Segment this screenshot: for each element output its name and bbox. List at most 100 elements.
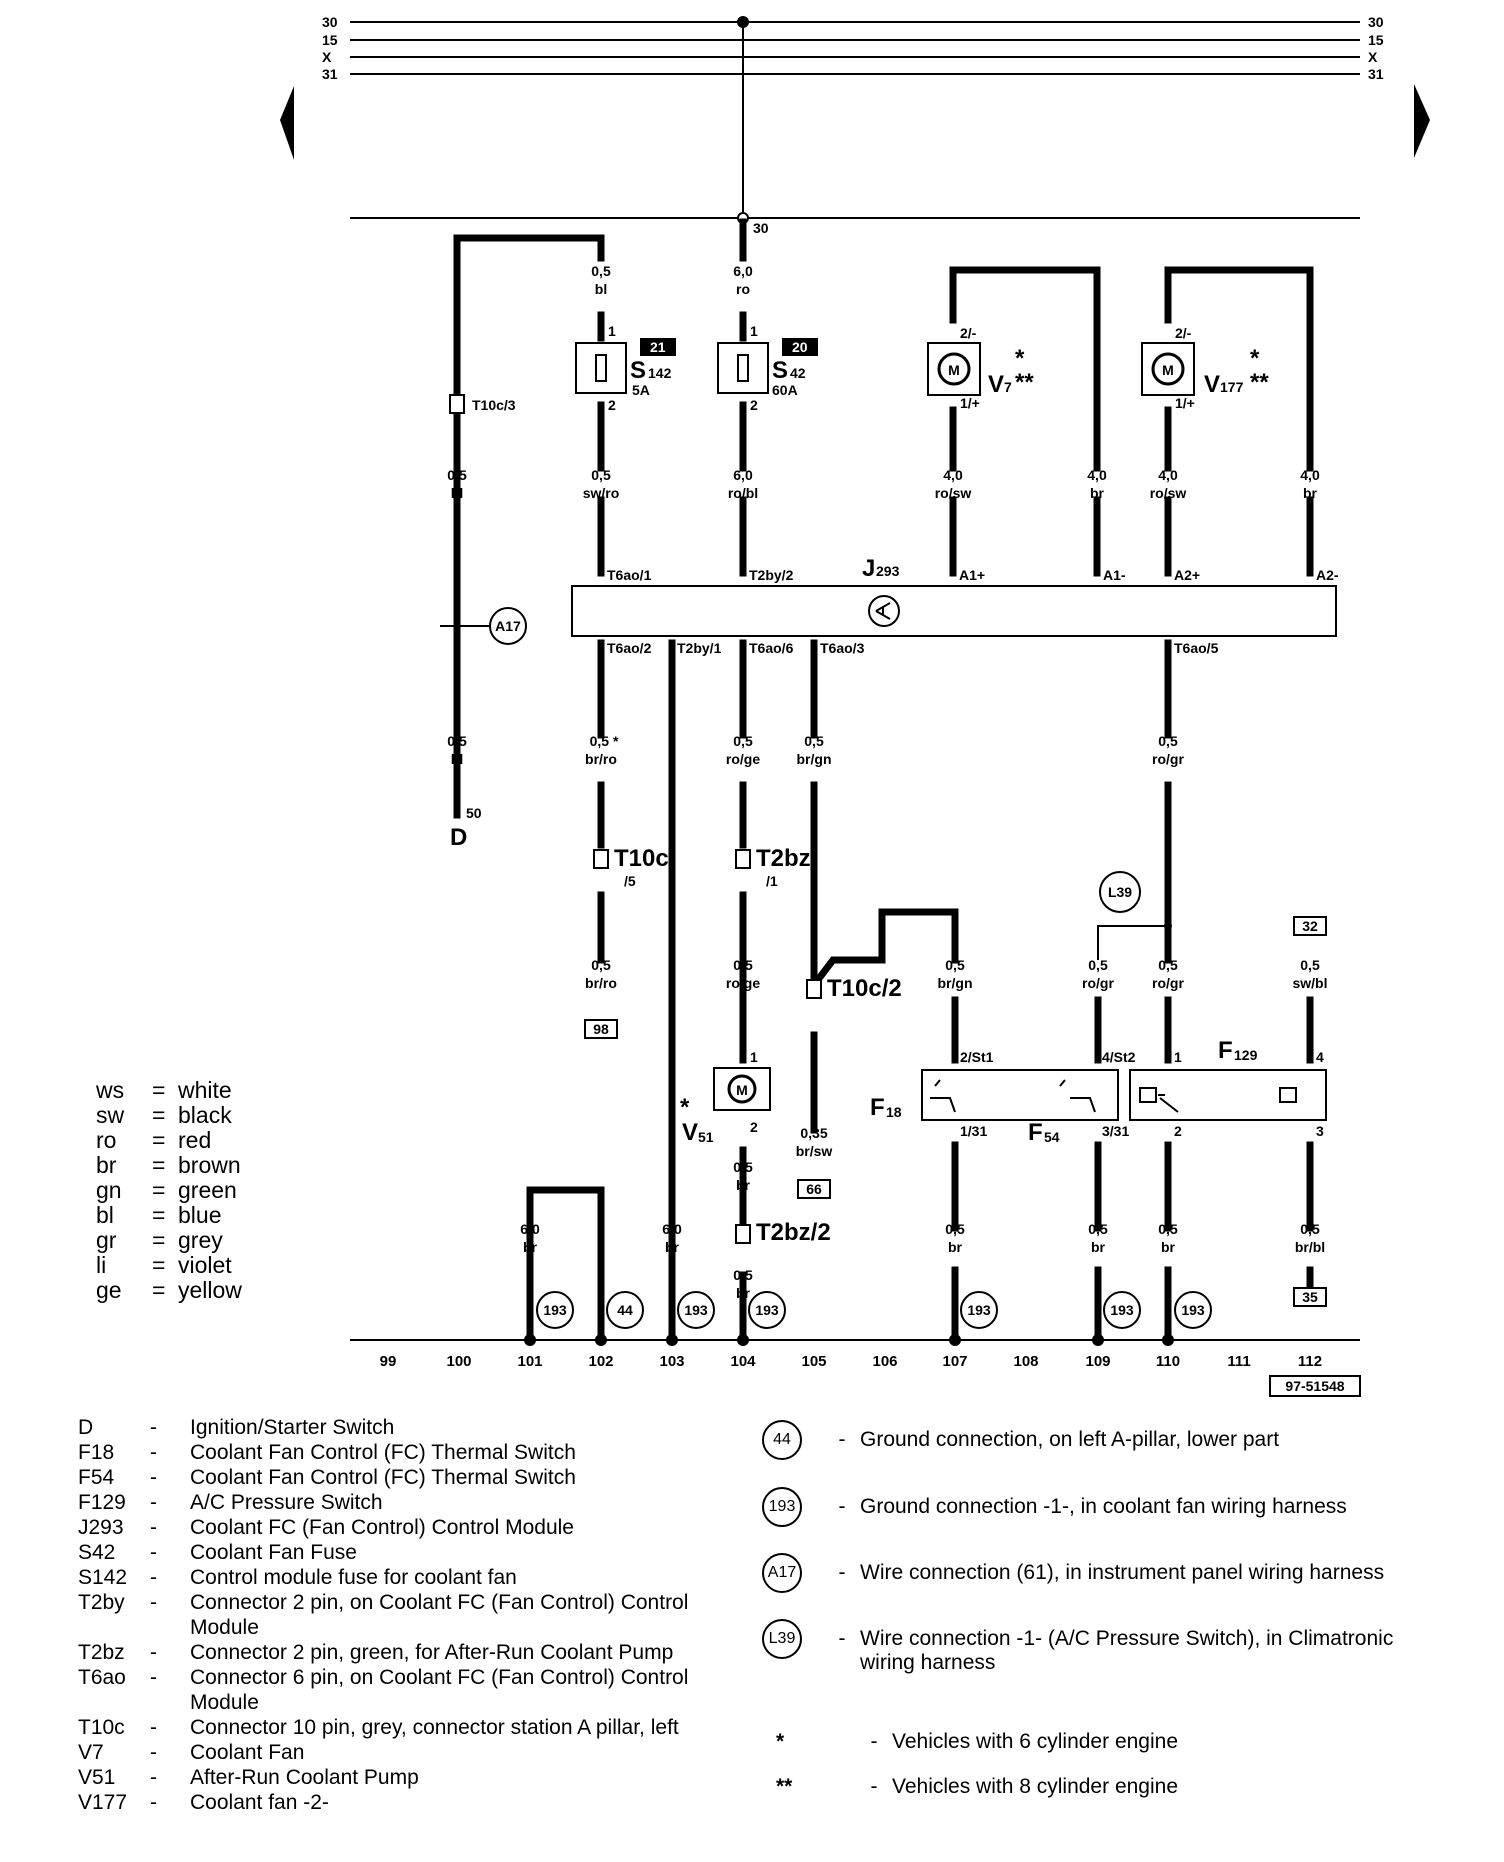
bus-label-30: 30 bbox=[322, 14, 338, 30]
j293-pin-t2by1: T2by/1 bbox=[677, 640, 722, 656]
legend-code: T6ao bbox=[78, 1666, 126, 1689]
color-name: green bbox=[178, 1177, 237, 1203]
legend-desc: Connector 2 pin, on Coolant FC (Fan Cont… bbox=[190, 1591, 689, 1639]
v51-pin-top: 1 bbox=[750, 1049, 758, 1065]
f129-sub: 129 bbox=[1234, 1047, 1258, 1063]
wire-66-size: 0,35 bbox=[800, 1125, 827, 1141]
color-code: gn bbox=[96, 1177, 122, 1203]
legend-code: F18 bbox=[78, 1441, 115, 1464]
v177-pin-bottom: 1/+ bbox=[1175, 395, 1195, 411]
connector-t2bz2: T2bz/2 bbox=[735, 1219, 831, 1246]
legend-desc: Connector 2 pin, green, for After-Run Co… bbox=[190, 1641, 674, 1664]
previous-page-arrow-icon[interactable] bbox=[280, 86, 294, 160]
wire-35-size: 0,5 bbox=[1300, 1221, 1320, 1237]
pump-v51: M 1 2 * V 51 bbox=[680, 1049, 771, 1146]
ref-35: 35 bbox=[1302, 1289, 1318, 1305]
col-102: 102 bbox=[588, 1353, 613, 1370]
wire-v7-pos-color: ro/sw bbox=[935, 485, 972, 501]
t2bz1-label: T2bz bbox=[756, 845, 811, 872]
col-110: 110 bbox=[1156, 1353, 1180, 1370]
ground-legend-desc: Wire connection (61), in instrument pane… bbox=[860, 1561, 1385, 1584]
wire-f54-in-color: ro/gr bbox=[1082, 975, 1114, 991]
v7-letter: V bbox=[988, 371, 1004, 398]
ground-legend-a17: A17-Wire connection (61), in instrument … bbox=[762, 1553, 1450, 1593]
ref-box-32: 32 bbox=[1293, 916, 1327, 936]
color-code-row: ws=white bbox=[96, 1077, 232, 1103]
s42-letter: S bbox=[772, 357, 788, 384]
l39-label: L39 bbox=[1108, 884, 1132, 900]
wire-107-color: br bbox=[948, 1239, 963, 1255]
wire-s142-in-color: bl bbox=[595, 281, 607, 297]
wire-t10c3-size: 0,5 bbox=[447, 467, 467, 483]
wire-v51-out-size: 0,5 bbox=[733, 1159, 753, 1175]
legend-row: F54-Coolant Fan Control (FC) Thermal Swi… bbox=[78, 1465, 758, 1490]
v7-sub: 7 bbox=[1004, 379, 1012, 395]
legend-row: V51-After-Run Coolant Pump bbox=[78, 1765, 758, 1790]
col-106: 106 bbox=[872, 1353, 897, 1370]
wire-f54-in-size: 0,5 bbox=[1088, 957, 1108, 973]
s142-pin2: 2 bbox=[608, 397, 616, 413]
color-name: white bbox=[178, 1077, 232, 1103]
j293-pin-a2minus: A2- bbox=[1316, 567, 1339, 583]
next-page-arrow-icon[interactable] bbox=[1414, 84, 1430, 158]
legend-desc: Coolant Fan Fuse bbox=[190, 1541, 357, 1564]
ground-circles: 193 44 193 193 193 193 193 bbox=[536, 1291, 1212, 1329]
d-letter: D bbox=[450, 824, 467, 851]
star-legend-8cyl: **-Vehicles with 8 cylinder engine bbox=[770, 1775, 1178, 1799]
v51-motor-symbol: M bbox=[736, 1082, 748, 1098]
v7-pin-top: 2/- bbox=[960, 325, 977, 341]
motor-v7: M 2/- 1/+ V 7 * ** bbox=[927, 325, 1034, 411]
color-name: violet bbox=[178, 1252, 232, 1278]
ground-ref-44-icon: 44 bbox=[762, 1420, 802, 1460]
wire-v51-in-color: ro/ge bbox=[726, 975, 760, 991]
legend-desc: Control module fuse for coolant fan bbox=[190, 1566, 517, 1589]
connector-t10c3: T10c/3 bbox=[449, 394, 516, 414]
t10c5-label: T10c bbox=[614, 845, 669, 872]
wire-32-size: 0,5 bbox=[1300, 957, 1320, 973]
fuse-s42: 20 S 42 60A 1 2 bbox=[717, 323, 818, 413]
wire-t6ao5-color: ro/gr bbox=[1152, 751, 1184, 767]
wiring-diagram: 30 15 X 31 30 15 X 31 30 bbox=[280, 14, 1430, 1397]
color-code: ro bbox=[96, 1127, 117, 1153]
pressure-switch-f129: F 129 1 2 3 4 bbox=[1129, 1037, 1327, 1139]
ground-110: 193 bbox=[1181, 1302, 1205, 1318]
wire-98-color: br/ro bbox=[585, 975, 617, 991]
s42-sub: 42 bbox=[790, 365, 806, 381]
legend-desc: Coolant Fan bbox=[190, 1741, 305, 1764]
wire-v177-pos-size: 4,0 bbox=[1158, 467, 1178, 483]
legend-desc: Coolant Fan Control (FC) Thermal Switch bbox=[190, 1466, 576, 1489]
color-code: gr bbox=[96, 1227, 117, 1253]
color-code: br bbox=[96, 1152, 117, 1178]
s142-rating: 5A bbox=[632, 382, 650, 398]
legend-desc: Ignition/Starter Switch bbox=[190, 1416, 395, 1439]
wire-110-color: br bbox=[1161, 1239, 1176, 1255]
t10c5-pin: /5 bbox=[624, 873, 636, 889]
col-107: 107 bbox=[942, 1353, 967, 1370]
legend-row: T6ao-Connector 6 pin, on Coolant FC (Fan… bbox=[78, 1665, 758, 1715]
v7-pin-bottom: 1/+ bbox=[960, 395, 980, 411]
legend-code: F129 bbox=[78, 1491, 126, 1514]
wire-f18-in-size: 0,5 bbox=[945, 957, 965, 973]
v7-star-side: ** bbox=[1015, 369, 1034, 396]
legend-row: T2by-Connector 2 pin, on Coolant FC (Fan… bbox=[78, 1590, 758, 1640]
t2bz2-label: T2bz/2 bbox=[756, 1219, 831, 1246]
bus-label-15-right: 15 bbox=[1368, 32, 1384, 48]
color-code: li bbox=[96, 1252, 107, 1278]
ground-legend-l39: L39-Wire connection -1- (A/C Pressure Sw… bbox=[762, 1619, 1450, 1675]
legend-row: T2bz-Connector 2 pin, green, for After-R… bbox=[78, 1640, 758, 1665]
wire-s42-in-size: 6,0 bbox=[733, 263, 753, 279]
bus-labels-right: 30 15 X 31 bbox=[1368, 14, 1384, 82]
color-code-row: ro=red bbox=[96, 1127, 212, 1153]
legend-row: F18-Coolant Fan Control (FC) Thermal Swi… bbox=[78, 1440, 758, 1465]
wire-t6ao3-size: 0,5 bbox=[804, 733, 824, 749]
ground-103: 193 bbox=[684, 1302, 708, 1318]
j293-pin-t6ao2: T6ao/2 bbox=[607, 640, 652, 656]
doc-number-box: 97-51548 bbox=[1269, 1375, 1361, 1397]
ref-box-98: 98 bbox=[584, 1019, 618, 1039]
ground-101: 193 bbox=[543, 1302, 567, 1318]
color-name: black bbox=[178, 1102, 232, 1128]
wire-v177-pos-color: ro/sw bbox=[1150, 485, 1187, 501]
legend-code: T2bz bbox=[78, 1641, 125, 1664]
wire-connection-l39: L39 bbox=[1099, 871, 1141, 913]
wire-s42-out-color: ro/bl bbox=[728, 485, 758, 501]
